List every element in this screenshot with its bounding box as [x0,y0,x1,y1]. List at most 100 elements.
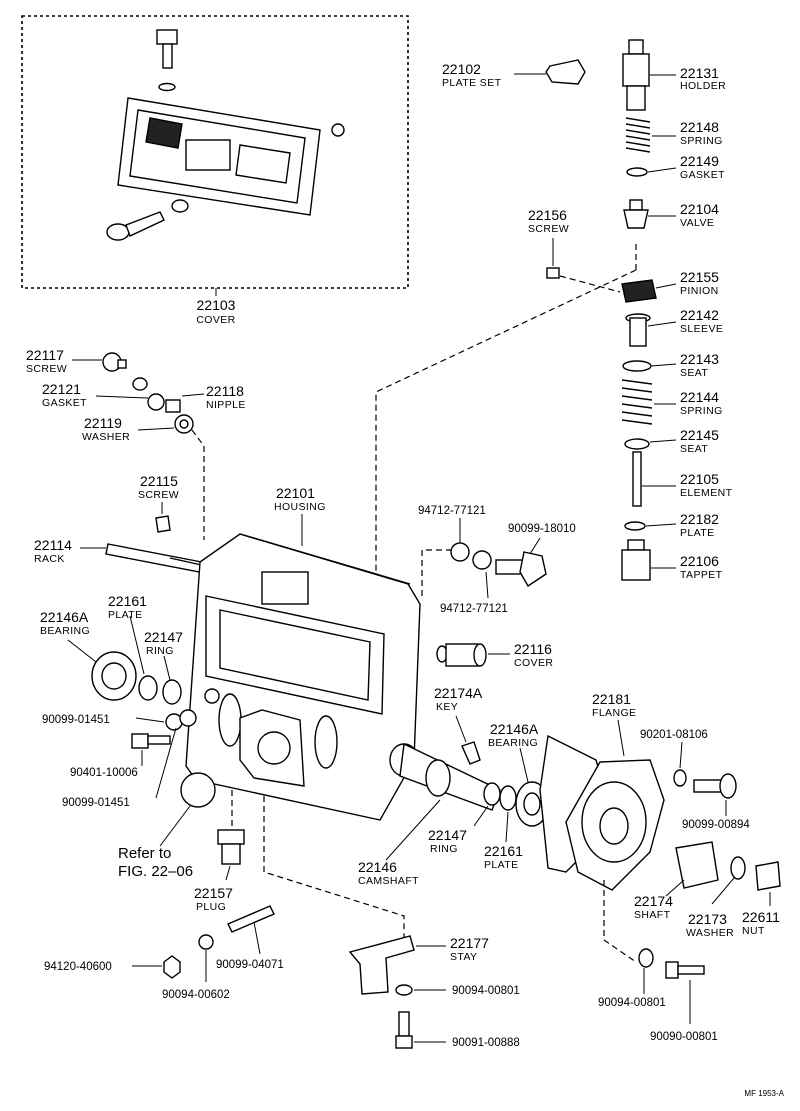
label-22155-number: 22155 [680,269,719,285]
sleeve-icon [625,313,651,347]
footer-code: MF 1953-A [744,1089,784,1098]
label-22102-name: PLATE SET [442,77,502,89]
bearing-left-icon [91,651,137,701]
label-90094-00801-a: 90094-00801 [452,985,520,997]
washer-22173-icon [730,856,746,880]
label-22114-name: RACK [34,553,65,565]
washer-90201-icon [673,769,687,787]
washer-90094-00801-a-icon [395,984,413,996]
align-line-banjo [421,549,452,596]
label-22174A-name: KEY [436,701,458,713]
label-22101-name: HOUSING [274,501,326,513]
label-90094-00801-b: 90094-00801 [598,997,666,1009]
reference-line2: FIG. 22–06 [118,863,193,880]
label-22161-left-number: 22161 [108,593,147,609]
label-22146A-right-number: 22146A [490,721,539,737]
label-22182-number: 22182 [680,511,719,527]
label-22156-number: 22156 [528,207,567,223]
screw-22115-icon [155,515,171,533]
gasket-upper-icon [626,167,648,177]
label-22155-name: PINION [680,285,719,297]
label-22157-number: 22157 [194,885,233,901]
label-22177-number: 22177 [450,935,489,951]
label-22103-number: 22103 [197,297,236,313]
label-90099-00894: 90099-00894 [682,819,750,831]
label-90099-01451-a: 90099-01451 [42,714,110,726]
label-22105-name: ELEMENT [680,487,733,499]
key-icon [461,741,481,765]
nut-94120-icon [163,955,181,979]
bolt-90090-icon [665,961,705,979]
label-22142-number: 22142 [680,307,719,323]
label-22146A-right-name: BEARING [488,737,538,749]
plate-set-icon [545,59,586,85]
label-22611-number: 22611 [742,909,780,925]
nipple-icon [165,399,181,413]
label-22156-name: SCREW [528,223,569,235]
washer-94712-a-icon [450,542,470,562]
label-22102-number: 22102 [442,61,481,77]
label-94712-77121-b: 94712-77121 [440,603,508,615]
cover-screw-icon [106,199,189,241]
label-22181-name: FLANGE [592,707,636,719]
label-22146A-left-number: 22146A [40,609,89,625]
rack-icon [105,543,213,575]
label-22131-number: 22131 [680,65,719,81]
label-22611-name: NUT [742,925,765,937]
label-90201-08106: 90201-08106 [640,729,708,741]
holder-icon [622,39,650,111]
label-22106-number: 22106 [680,553,719,569]
pinion-icon [621,279,657,303]
label-22147-left-name: RING [146,645,174,657]
screw-22117-icon [102,352,127,372]
align-line-nipple [191,429,205,540]
label-90099-01451-b: 90099-01451 [62,797,130,809]
element-icon [632,451,642,507]
plate-right-icon [499,785,517,811]
label-22115-number: 22115 [140,473,178,489]
nut-22611-icon [755,861,781,891]
label-90099-18010: 90099-18010 [508,523,576,535]
label-22118-number: 22118 [206,383,244,399]
label-22146-number: 22146 [358,859,397,875]
label-22149-name: GASKET [680,169,725,181]
label-22104-name: VALVE [680,217,714,229]
label-22104-number: 22104 [680,201,719,217]
label-22143-name: SEAT [680,367,708,379]
camshaft-icon [389,742,501,811]
label-22101-number: 22101 [276,485,315,501]
label-22131-name: HOLDER [680,80,726,92]
align-line-stay [263,796,405,940]
seat-lower-icon [624,438,650,450]
ring-right-icon [483,782,501,806]
label-90401-10006: 90401-10006 [70,767,138,779]
label-22103-name: COVER [196,314,235,326]
label-22121-number: 22121 [42,381,81,397]
plate-left-icon [138,675,158,701]
label-22145-number: 22145 [680,427,719,443]
label-22161-right-number: 22161 [484,843,523,859]
label-22147-right-number: 22147 [428,827,467,843]
flange-icon [539,734,665,891]
stay-icon [348,935,415,995]
label-22147-right-name: RING [430,843,458,855]
cover-plate-icon [117,97,345,216]
label-22177-name: STAY [450,951,477,963]
plug-icon [217,829,245,865]
label-90099-04071: 90099-04071 [216,959,284,971]
label-22117-name: SCREW [26,363,67,375]
oring-icon [180,772,216,808]
label-22119-name: WASHER [82,431,130,443]
tappet-icon [621,539,651,581]
label-22174-number: 22174 [634,893,673,909]
label-22116-name: COVER [514,657,553,669]
label-22173-number: 22173 [688,911,727,927]
label-22146-name: CAMSHAFT [358,875,419,887]
label-22144-number: 22144 [680,389,719,405]
align-line-housing [375,269,637,572]
spring-lower-icon [621,379,653,425]
plate-22182-icon [624,521,646,531]
label-22121-name: GASKET [42,397,87,409]
